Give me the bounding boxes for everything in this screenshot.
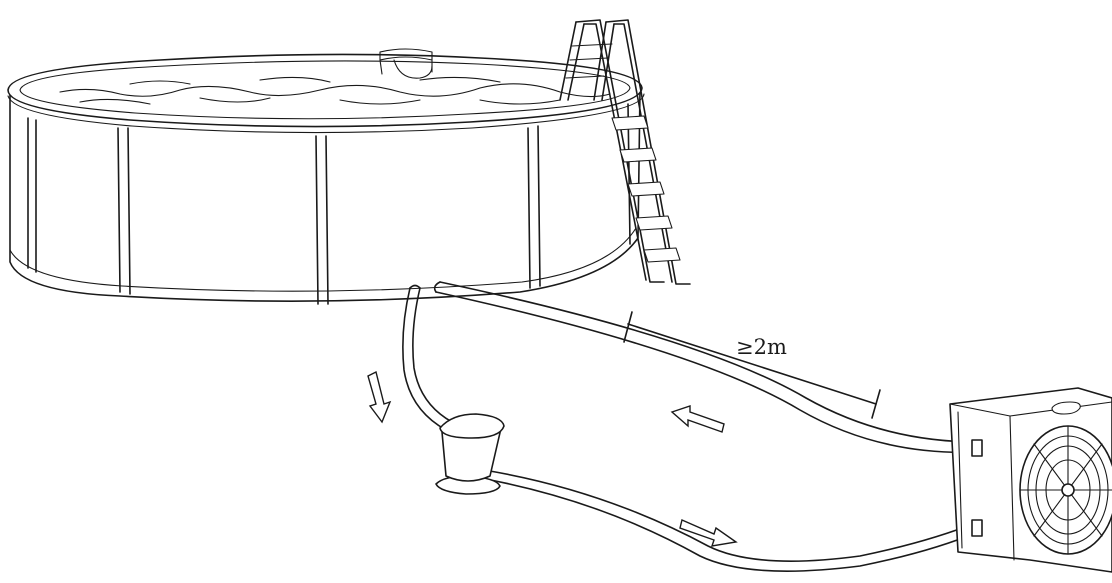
flow-arrow-left-icon — [670, 405, 725, 433]
fan-grille-icon — [1019, 425, 1112, 555]
distance-dimension: ≥2m — [623, 311, 881, 419]
hose-pool-to-filter — [402, 284, 453, 431]
above-ground-pool — [7, 48, 645, 305]
pool-filter — [435, 413, 505, 495]
hose-filter-to-heatpump — [479, 469, 979, 572]
flow-arrow-down-icon — [367, 370, 392, 424]
pool-ladder — [559, 19, 691, 285]
heat-pump — [949, 387, 1112, 573]
flow-arrow-right-icon — [679, 519, 738, 547]
hose-heatpump-to-pool — [433, 281, 979, 454]
distance-label: ≥2m — [736, 335, 787, 359]
